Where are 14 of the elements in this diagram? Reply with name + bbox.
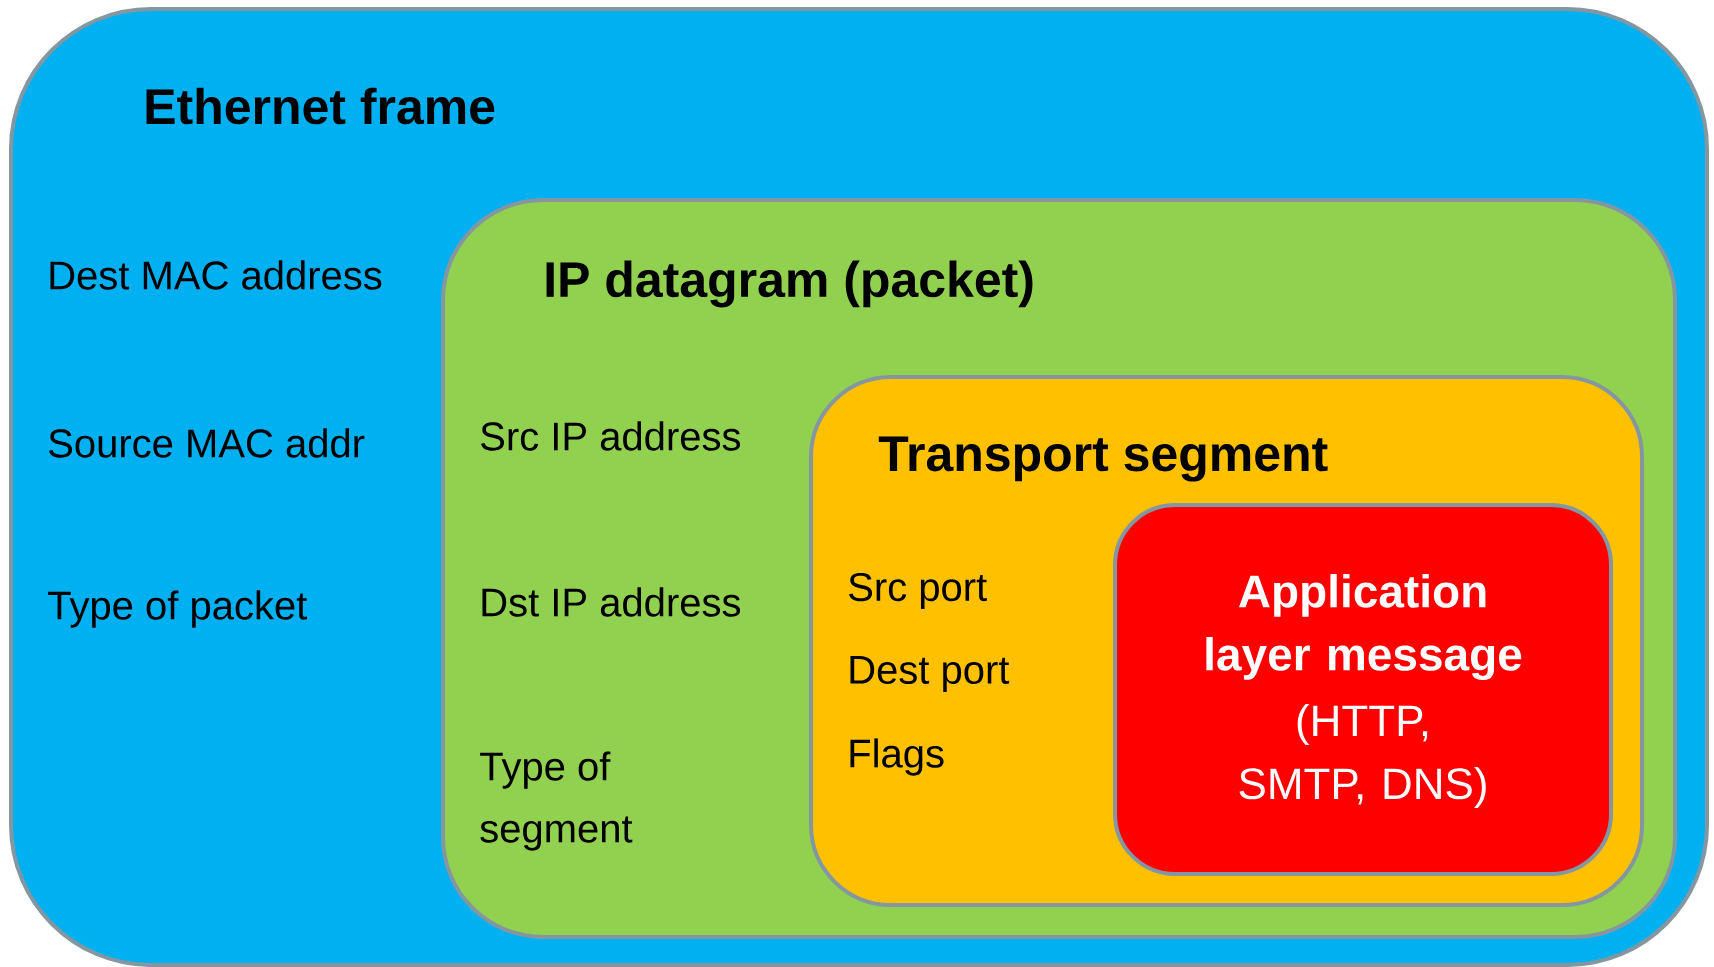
- box-title: Transport segment: [878, 436, 1328, 482]
- field-label: Type of segment: [480, 751, 633, 851]
- field-label: Type of packet: [48, 590, 307, 628]
- field-label: Source MAC addr: [49, 428, 365, 458]
- box-title: Ethernet frame: [146, 87, 495, 125]
- protocol-list: (HTTP, SMTP, DNS): [1239, 704, 1486, 808]
- box-title: Application layer message: [1206, 573, 1522, 681]
- field-label: Dest MAC address: [50, 260, 382, 290]
- field-label: Flags: [850, 738, 944, 776]
- field-label: Src IP address: [481, 421, 741, 451]
- box-title: IP datagram (packet): [546, 260, 1033, 308]
- field-label: Dest port: [850, 656, 1010, 692]
- field-label: Dst IP address: [482, 587, 741, 617]
- field-label: Src port: [849, 572, 987, 610]
